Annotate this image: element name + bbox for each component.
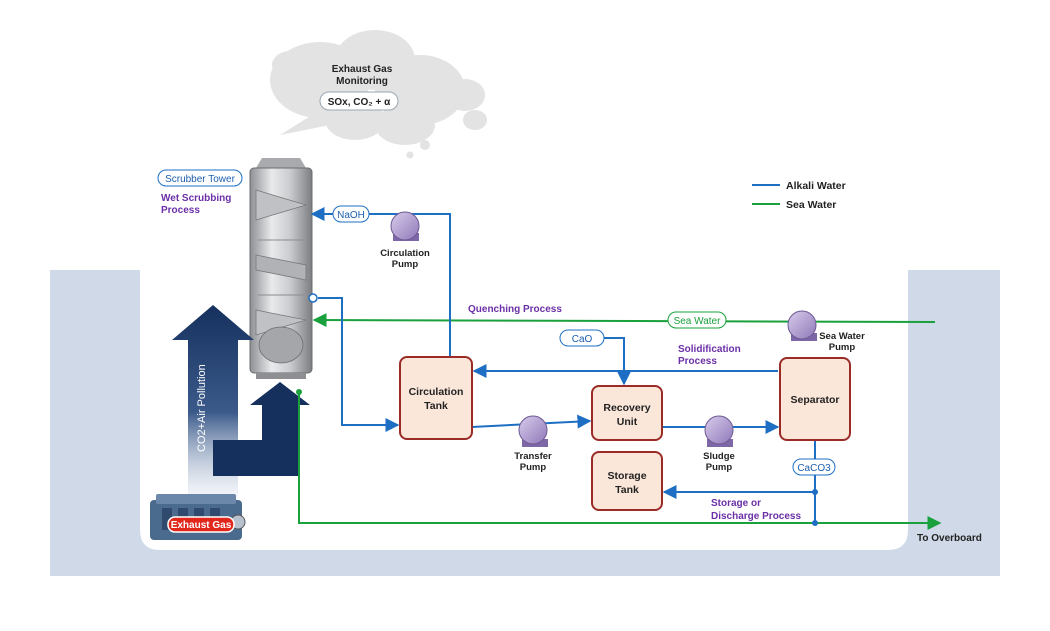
svg-text:CaO: CaO — [572, 334, 593, 345]
pill-cao: CaO — [559, 329, 605, 347]
cao-line — [602, 337, 631, 386]
scrubber-tower-tag: Scrubber Tower — [165, 174, 236, 185]
svg-text:Transfer: Transfer — [514, 451, 552, 462]
pollution-label: CO2+Air Pollution — [196, 364, 208, 452]
svg-text:Tank: Tank — [424, 400, 448, 412]
svg-text:Pump: Pump — [392, 259, 419, 270]
svg-text:Circulation: Circulation — [409, 386, 464, 398]
scrubber-label-group: Scrubber Tower Wet Scrubbing Process — [157, 169, 243, 216]
legend-alkali: Alkali Water — [786, 180, 846, 192]
sludge-pump: Sludge Pump — [703, 415, 735, 473]
monitoring-title-2: Monitoring — [336, 76, 388, 87]
svg-text:Sea Water: Sea Water — [674, 316, 722, 327]
circulation-tank: Circulation Tank — [399, 356, 473, 440]
storage-process-label-1: Storage or — [711, 498, 761, 509]
pollution-arrow: CO2+Air Pollution — [172, 305, 310, 500]
svg-text:Pump: Pump — [829, 342, 856, 353]
separator: Separator — [779, 357, 851, 441]
engine: Exhaust Gas — [150, 494, 246, 540]
svg-text:CaCO3: CaCO3 — [797, 463, 831, 474]
quenching-process-label: Quenching Process — [468, 304, 562, 315]
svg-text:Pump: Pump — [520, 462, 547, 473]
svg-text:Recovery: Recovery — [603, 402, 650, 414]
engine-label: Exhaust Gas — [171, 520, 232, 531]
svg-text:Tank: Tank — [615, 484, 639, 496]
pill-naoh: NaOH — [332, 205, 370, 223]
svg-text:Sludge: Sludge — [703, 451, 735, 462]
tower-return-line — [318, 297, 400, 432]
sea-water-inlet-line — [312, 313, 936, 328]
svg-text:Separator: Separator — [790, 394, 839, 406]
sea-water-overboard-line — [298, 392, 942, 530]
svg-text:NaOH: NaOH — [337, 210, 365, 221]
legend-sea: Sea Water — [786, 199, 836, 211]
svg-text:Circulation: Circulation — [380, 248, 430, 259]
svg-text:Sea Water: Sea Water — [819, 331, 865, 342]
circulation-pump: Circulation Pump — [380, 211, 430, 270]
sea-water-pump: Sea Water Pump — [787, 310, 865, 353]
sea-water-pipes — [298, 313, 942, 530]
smoke-cloud — [270, 30, 487, 159]
monitoring-formula: SOx, CO₂ + α — [328, 97, 391, 108]
svg-text:Storage: Storage — [607, 470, 646, 482]
pill-sea-water: Sea Water — [667, 311, 727, 329]
storage-tank: Storage Tank — [591, 451, 663, 511]
legend: Alkali Water Sea Water — [752, 180, 846, 211]
monitoring-callout: Exhaust Gas Monitoring SOx, CO₂ + α — [319, 64, 399, 111]
alkali-water-pipes — [310, 207, 816, 523]
solidification-label-1: Solidification — [678, 344, 741, 355]
svg-text:Pump: Pump — [706, 462, 733, 473]
wet-scrubbing-line1: Wet Scrubbing — [161, 193, 231, 204]
solidification-label-2: Process — [678, 356, 717, 367]
monitoring-title-1: Exhaust Gas — [332, 64, 393, 75]
svg-text:Unit: Unit — [617, 416, 638, 428]
recovery-unit: Recovery Unit — [591, 385, 663, 441]
scrubber-tower — [249, 158, 318, 379]
pill-caco3: CaCO3 — [792, 458, 836, 476]
wet-scrubbing-line2: Process — [161, 205, 200, 216]
to-overboard-label: To Overboard — [917, 533, 982, 544]
storage-process-label-2: Discharge Process — [711, 511, 801, 522]
transfer-pump: Transfer Pump — [514, 415, 552, 473]
